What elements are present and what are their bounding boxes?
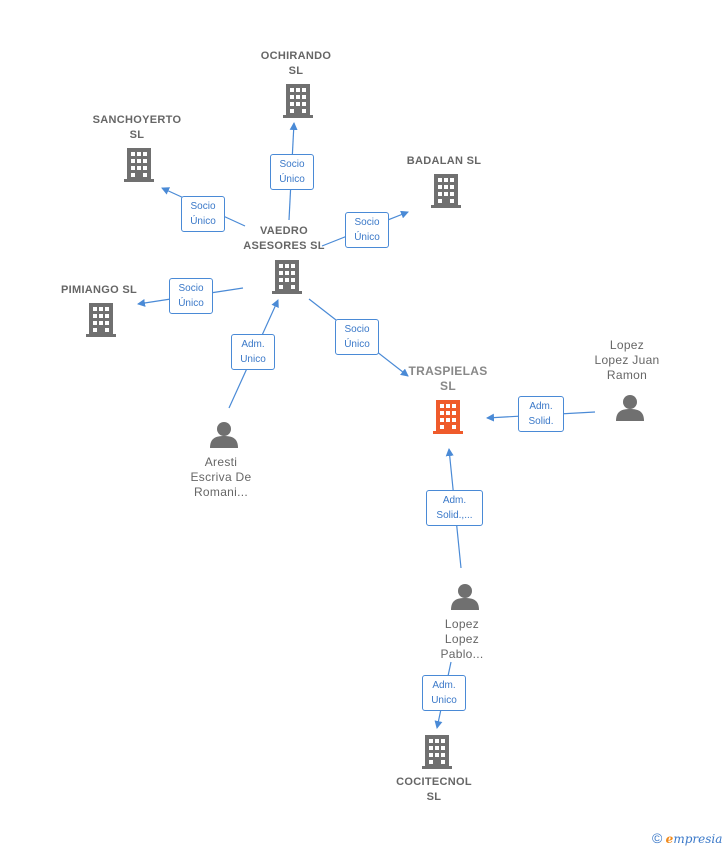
traspielas-building-icon[interactable] bbox=[433, 400, 463, 434]
copyright-icon: © bbox=[652, 830, 663, 846]
node-label-lopez-juan[interactable]: Lopez Lopez Juan Ramon bbox=[594, 338, 660, 382]
edge-label-vaedro-traspielas[interactable]: Socio Único bbox=[335, 319, 379, 355]
edge-label-vaedro-ochirando[interactable]: Socio Único bbox=[270, 154, 314, 190]
edge-label-lopezpablo-traspielas[interactable]: Adm. Solid.,... bbox=[426, 490, 483, 526]
vaedro-building-icon[interactable] bbox=[272, 260, 302, 294]
edge-label-aresti-vaedro[interactable]: Adm. Unico bbox=[231, 334, 275, 370]
badalan-building-icon[interactable] bbox=[431, 174, 461, 208]
node-label-traspielas[interactable]: TRASPIELAS SL bbox=[408, 364, 488, 393]
edge-label-lopezpablo-cocitecnol[interactable]: Adm. Unico bbox=[422, 675, 466, 711]
aresti-person-icon[interactable] bbox=[210, 422, 238, 448]
node-label-pimiango[interactable]: PIMIANGO SL bbox=[60, 284, 138, 296]
edge-label-vaedro-sanchoyerto[interactable]: Socio Único bbox=[181, 196, 225, 232]
edge-label-vaedro-badalan[interactable]: Socio Único bbox=[345, 212, 389, 248]
brand-e: e bbox=[665, 832, 674, 846]
edge-label-vaedro-pimiango[interactable]: Socio Único bbox=[169, 278, 213, 314]
node-label-cocitecnol[interactable]: COCITECNOL SL bbox=[396, 776, 472, 803]
brand-text: mpresia bbox=[673, 832, 723, 846]
node-label-sanchoyerto[interactable]: SANCHOYERTO SL bbox=[92, 114, 182, 141]
empresia-logo: © empresia bbox=[652, 830, 722, 846]
edge-label-lopezjuan-traspielas[interactable]: Adm. Solid. bbox=[518, 396, 564, 432]
pimiango-building-icon[interactable] bbox=[86, 303, 116, 337]
node-label-aresti[interactable]: Aresti Escriva De Romani... bbox=[190, 455, 252, 499]
sanchoyerto-building-icon[interactable] bbox=[124, 148, 154, 182]
node-label-ochirando[interactable]: OCHIRANDO SL bbox=[260, 50, 332, 77]
lopez-juan-person-icon[interactable] bbox=[616, 395, 644, 421]
node-label-lopez-pablo[interactable]: Lopez Lopez Pablo... bbox=[440, 617, 484, 661]
node-label-vaedro[interactable]: VAEDRO ASESORES SL bbox=[243, 225, 325, 252]
node-label-badalan[interactable]: BADALAN SL bbox=[406, 155, 482, 167]
cocitecnol-building-icon[interactable] bbox=[422, 735, 452, 769]
lopez-pablo-person-icon[interactable] bbox=[451, 584, 479, 610]
ochirando-building-icon[interactable] bbox=[283, 84, 313, 118]
